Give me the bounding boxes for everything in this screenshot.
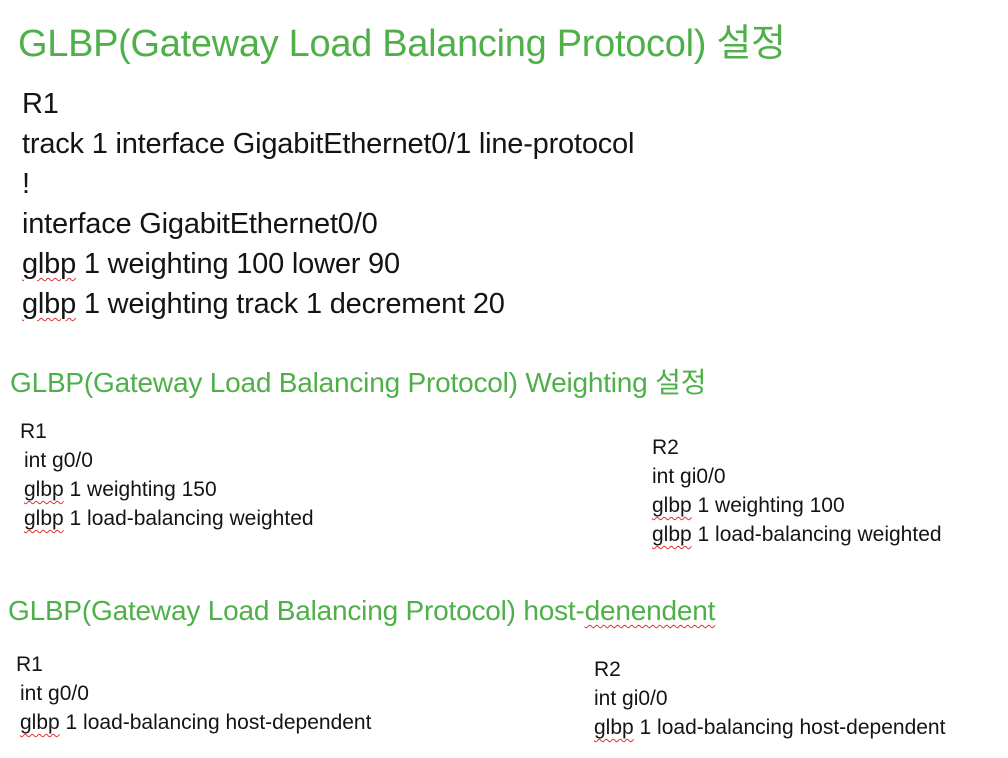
section3-r2-iface: int gi0/0: [594, 687, 668, 710]
section2-r2-config: R2 int gi0/0 glbp 1 weighting 100 glbp 1…: [652, 433, 942, 549]
glbp-keyword: glbp: [652, 494, 692, 517]
glbp-keyword: glbp: [24, 507, 64, 530]
section3-title-main: GLBP(Gateway Load Balancing Protocol) ho…: [8, 595, 585, 626]
section3-title: GLBP(Gateway Load Balancing Protocol) ho…: [8, 595, 715, 627]
section1-line-track-decrement: glbp 1 weighting track 1 decrement 20: [22, 284, 634, 324]
section3-title-misspelled: denendent: [584, 595, 716, 626]
section1-router-label: R1: [22, 88, 59, 120]
section2-r2-line2: glbp 1 load-balancing weighted: [652, 520, 942, 549]
section2-r1-line1-rest: 1 weighting 150: [63, 478, 217, 501]
section3-r1-line1: glbp 1 load-balancing host-dependent: [16, 708, 371, 737]
section2-r1-line2-rest: 1 load-balancing weighted: [63, 507, 314, 530]
glbp-keyword: glbp: [594, 716, 634, 739]
section3-r1-iface: int g0/0: [20, 682, 89, 705]
section2-r1-line2: glbp 1 load-balancing weighted: [20, 504, 314, 533]
section3-r2-line1: glbp 1 load-balancing host-dependent: [594, 713, 945, 742]
section1-line-separator: !: [22, 168, 30, 200]
section2-r2-iface: int gi0/0: [652, 465, 726, 488]
glbp-keyword: glbp: [22, 288, 77, 320]
section3-r2-line1-rest: 1 load-balancing host-dependent: [633, 716, 946, 739]
section2-r2-router-label: R2: [652, 436, 679, 459]
section1-title: GLBP(Gateway Load Balancing Protocol) 설정: [18, 23, 786, 65]
section2-r2-line1: glbp 1 weighting 100: [652, 491, 942, 520]
section3-r2-router-label: R2: [594, 658, 621, 681]
glbp-keyword: glbp: [24, 478, 64, 501]
section3-r2-config: R2 int gi0/0 glbp 1 load-balancing host-…: [594, 655, 945, 742]
section2-r1-iface: int g0/0: [24, 449, 93, 472]
section2-title: GLBP(Gateway Load Balancing Protocol) We…: [10, 367, 707, 398]
section3-r1-config: R1 int g0/0 glbp 1 load-balancing host-d…: [16, 650, 371, 737]
glbp-keyword: glbp: [20, 711, 60, 734]
section1-line-track-decrement-rest: 1 weighting track 1 decrement 20: [76, 288, 505, 320]
section1-line-weighting: glbp 1 weighting 100 lower 90: [22, 244, 634, 284]
glbp-keyword: glbp: [652, 523, 692, 546]
section1-line-weighting-rest: 1 weighting 100 lower 90: [76, 248, 400, 280]
section2-r2-line1-rest: 1 weighting 100: [691, 494, 845, 517]
section2-r2-line2-rest: 1 load-balancing weighted: [691, 523, 942, 546]
section3-r1-line1-rest: 1 load-balancing host-dependent: [59, 711, 372, 734]
glbp-keyword: glbp: [22, 248, 77, 280]
section2-r1-router-label: R1: [20, 420, 47, 443]
section1-config: R1 track 1 interface GigabitEthernet0/1 …: [22, 84, 634, 324]
section1-line-track: track 1 interface GigabitEthernet0/1 lin…: [22, 128, 635, 160]
section2-r1-line1: glbp 1 weighting 150: [20, 475, 314, 504]
section2-r1-config: R1 int g0/0 glbp 1 weighting 150 glbp 1 …: [20, 417, 314, 533]
section1-line-interface: interface GigabitEthernet0/0: [22, 208, 378, 240]
section3-r1-router-label: R1: [16, 653, 43, 676]
